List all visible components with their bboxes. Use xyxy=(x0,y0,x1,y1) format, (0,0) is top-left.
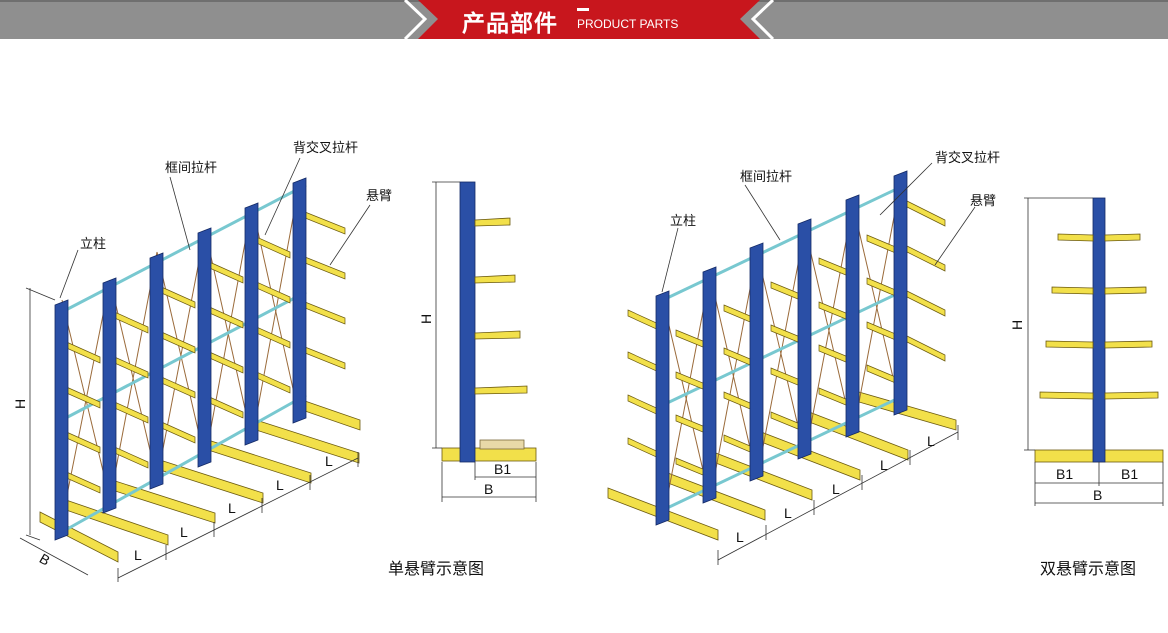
side-dim-b: B xyxy=(484,481,493,497)
side2-dim-b1-right: B1 xyxy=(1121,466,1138,482)
dim-h: H xyxy=(12,399,28,409)
dim-l-3: L xyxy=(228,500,236,516)
double-rack-side-view: H B1 B1 B xyxy=(1009,197,1164,506)
caption-double: 双悬臂示意图 xyxy=(1040,559,1137,578)
label-arm: 悬臂 xyxy=(366,189,392,204)
dim2-l-1: L xyxy=(736,529,744,545)
dim2-l-2: L xyxy=(784,505,792,521)
label-column: 立柱 xyxy=(80,237,106,252)
single-rack-perspective: 立柱 框间拉杆 背交叉拉杆 悬臂 H B L L L L L xyxy=(12,140,392,582)
side-dim-h: H xyxy=(418,314,434,324)
label-column-2: 立柱 xyxy=(670,214,696,229)
dim-l-2: L xyxy=(180,524,188,540)
dim-l-1: L xyxy=(134,547,142,563)
dim-l-5: L xyxy=(325,453,333,469)
dim-b: B xyxy=(37,550,53,569)
page-title: 产品部件 xyxy=(462,11,558,37)
side2-dim-b: B xyxy=(1093,487,1102,503)
label-back-brace: 背交叉拉杆 xyxy=(293,140,358,156)
label-frame-bar: 框间拉杆 xyxy=(165,161,217,176)
caption-single: 单悬臂示意图 xyxy=(388,559,485,578)
single-rack-side-view: H B1 B xyxy=(418,181,537,502)
label-arm-2: 悬臂 xyxy=(970,194,996,209)
side-dim-b1: B1 xyxy=(494,461,511,477)
side2-dim-b1-left: B1 xyxy=(1056,466,1073,482)
double-rack-perspective: 立柱 框间拉杆 背交叉拉杆 悬臂 L L L L L xyxy=(607,150,1000,565)
label-back-brace-2: 背交叉拉杆 xyxy=(935,150,1000,166)
dim2-l-4: L xyxy=(880,457,888,473)
dim2-l-5: L xyxy=(927,433,935,449)
side2-dim-h: H xyxy=(1009,320,1025,330)
header-banner xyxy=(0,0,1168,39)
label-frame-bar-2: 框间拉杆 xyxy=(740,170,792,185)
dim-l-4: L xyxy=(276,477,284,493)
dim2-l-3: L xyxy=(832,481,840,497)
